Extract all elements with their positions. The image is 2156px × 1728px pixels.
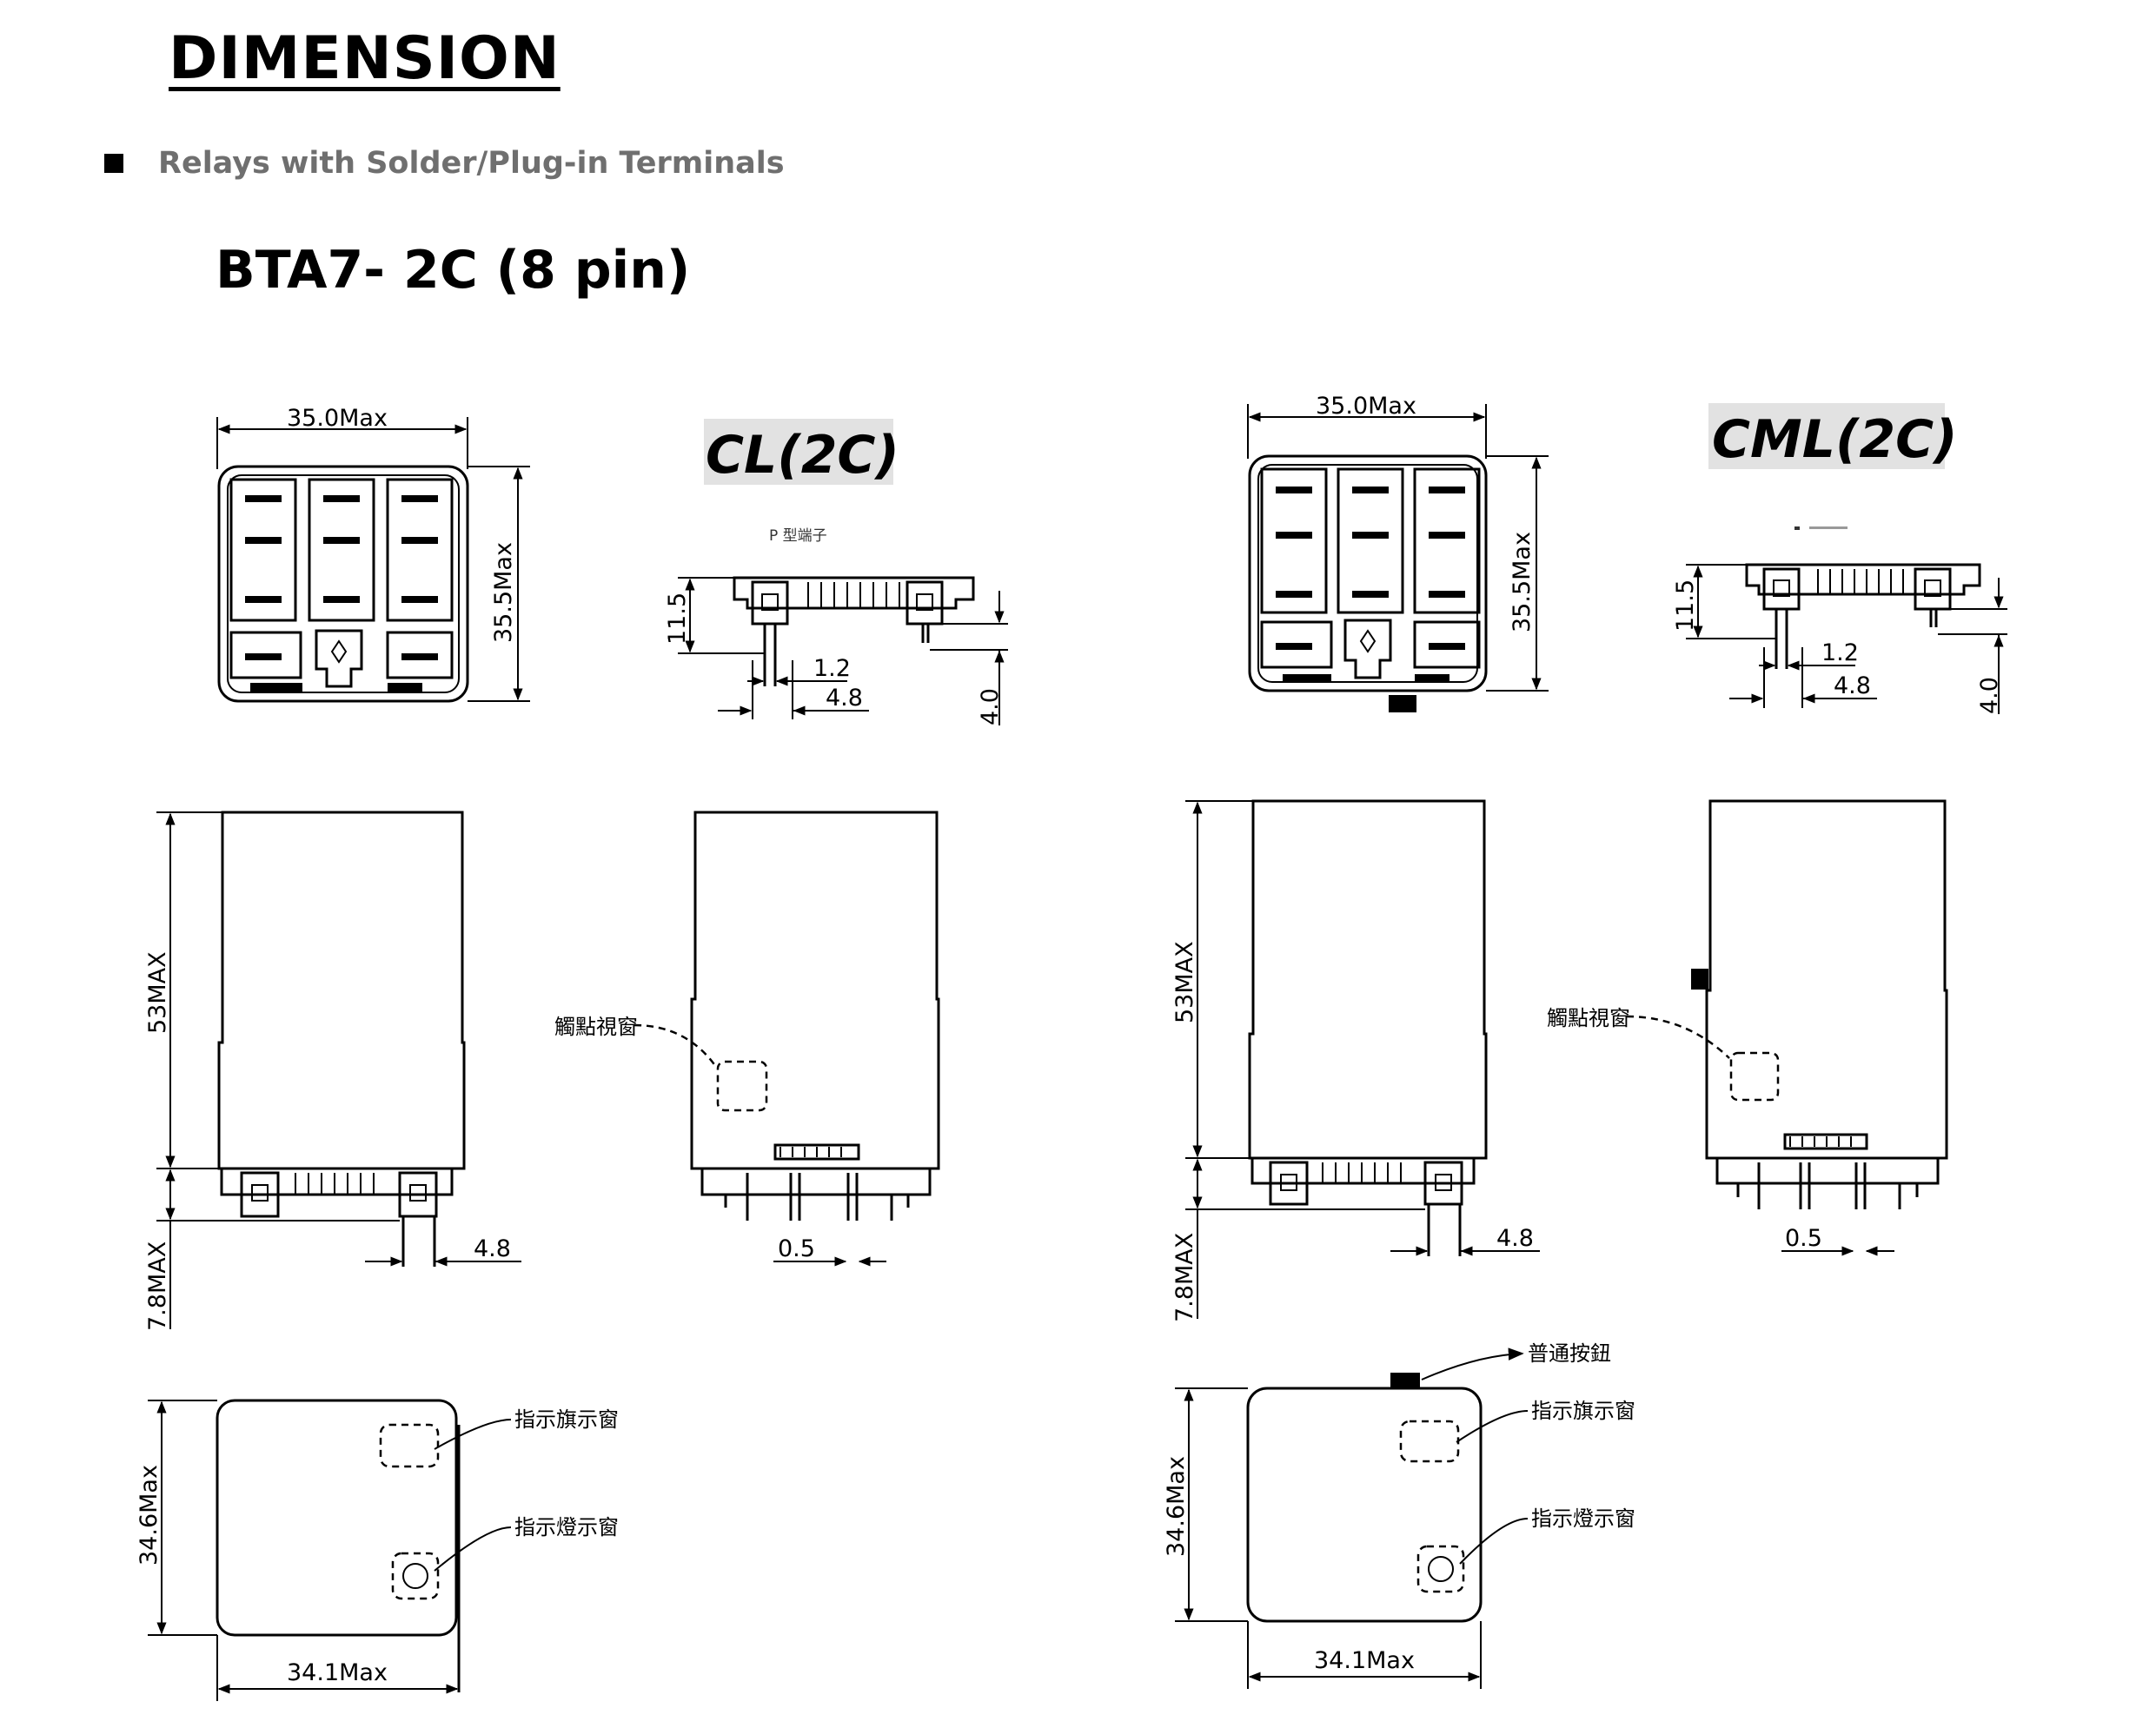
left-top-view: 35.0Max 35.5Max	[216, 405, 530, 703]
right-pin-length-dim: 4.0	[1976, 677, 2003, 714]
right-top-width-dim: 35.0Max	[1316, 393, 1416, 420]
section-row: Relays with Solder/Plug-in Terminals	[104, 146, 785, 181]
left-pin-width-dim: 1.2	[813, 655, 851, 682]
right-bottom-view: 普通按鈕 指示旗示窗 指示燈示窗 34.6Max 34.1Max	[1163, 1341, 1635, 1689]
right-indicator-flag-label: 指示旗示窗	[1531, 1399, 1635, 1423]
right-variant-tag: CML(2C)	[1712, 409, 1958, 470]
left-side-pin-dim: 0.5	[778, 1235, 815, 1262]
left-indicator-flag-label: 指示旗示窗	[514, 1407, 619, 1432]
left-body-height-dim: 53MAX	[144, 951, 171, 1034]
right-test-button-label: 普通按鈕	[1528, 1341, 1611, 1366]
right-side-pin-dim: 0.5	[1785, 1225, 1822, 1252]
right-window-label: 觸點視窗	[1547, 1006, 1630, 1030]
left-variant-tag: CL(2C)	[706, 425, 899, 486]
left-bottom-height-dim: 34.6Max	[136, 1465, 163, 1566]
test-button-top-icon	[1390, 1373, 1420, 1388]
right-pin-pitch-dim: 4.8	[1834, 672, 1871, 699]
left-terminal-height-dim: 7.8MAX	[144, 1241, 171, 1331]
left-front-view: 53MAX 7.8MAX 4.8	[144, 811, 521, 1331]
right-indicator-lamp-label: 指示燈示窗	[1531, 1506, 1635, 1531]
test-button-icon	[1691, 969, 1708, 990]
right-terminal-view: 11.5 1.2 4.8 4.0	[1672, 526, 2007, 714]
left-bottom-view: 指示旗示窗 指示燈示窗 34.6Max 34.1Max	[136, 1399, 619, 1701]
left-terminal-note: P 型端子	[769, 527, 827, 545]
left-pin-height-dim: 11.5	[664, 593, 691, 645]
right-side-view: 觸點視窗 0.5	[1547, 799, 1948, 1256]
square-bullet-icon	[104, 154, 123, 173]
left-bottom-width-dim: 34.1Max	[287, 1659, 388, 1686]
left-front-pitch-dim: 4.8	[474, 1235, 511, 1262]
right-pin-height-dim: 11.5	[1672, 579, 1699, 632]
right-front-view: 53MAX 7.8MAX 4.8	[1171, 799, 1540, 1322]
page-title: DIMENSION	[169, 24, 561, 93]
left-side-view: 觸點視窗 0.5	[554, 811, 940, 1267]
left-window-label: 觸點視窗	[554, 1015, 638, 1039]
right-top-height-dim: 35.5Max	[1509, 532, 1536, 632]
left-top-height-dim: 35.5Max	[490, 542, 517, 643]
left-variant-tag-bg	[704, 419, 893, 485]
right-top-view: 35.0Max 35.5Max	[1247, 393, 1549, 712]
left-terminal-view: P 型端子 11.5 1.2 4.8	[664, 527, 1008, 725]
left-top-width-dim: 35.0Max	[287, 405, 388, 432]
right-body-height-dim: 53MAX	[1171, 941, 1198, 1023]
left-pin-length-dim: 4.0	[977, 688, 1004, 725]
right-front-pitch-dim: 4.8	[1496, 1225, 1534, 1252]
right-bottom-height-dim: 34.6Max	[1163, 1456, 1190, 1557]
right-variant-tag-bg	[1708, 403, 1945, 469]
right-bottom-width-dim: 34.1Max	[1314, 1647, 1415, 1674]
right-pin-width-dim: 1.2	[1821, 639, 1859, 666]
left-indicator-lamp-label: 指示燈示窗	[514, 1515, 619, 1539]
right-terminal-height-dim: 7.8MAX	[1171, 1233, 1198, 1322]
left-pin-pitch-dim: 4.8	[826, 685, 863, 712]
section-subtitle: Relays with Solder/Plug-in Terminals	[158, 146, 785, 181]
model-title: BTA7- 2C (8 pin)	[216, 240, 691, 301]
